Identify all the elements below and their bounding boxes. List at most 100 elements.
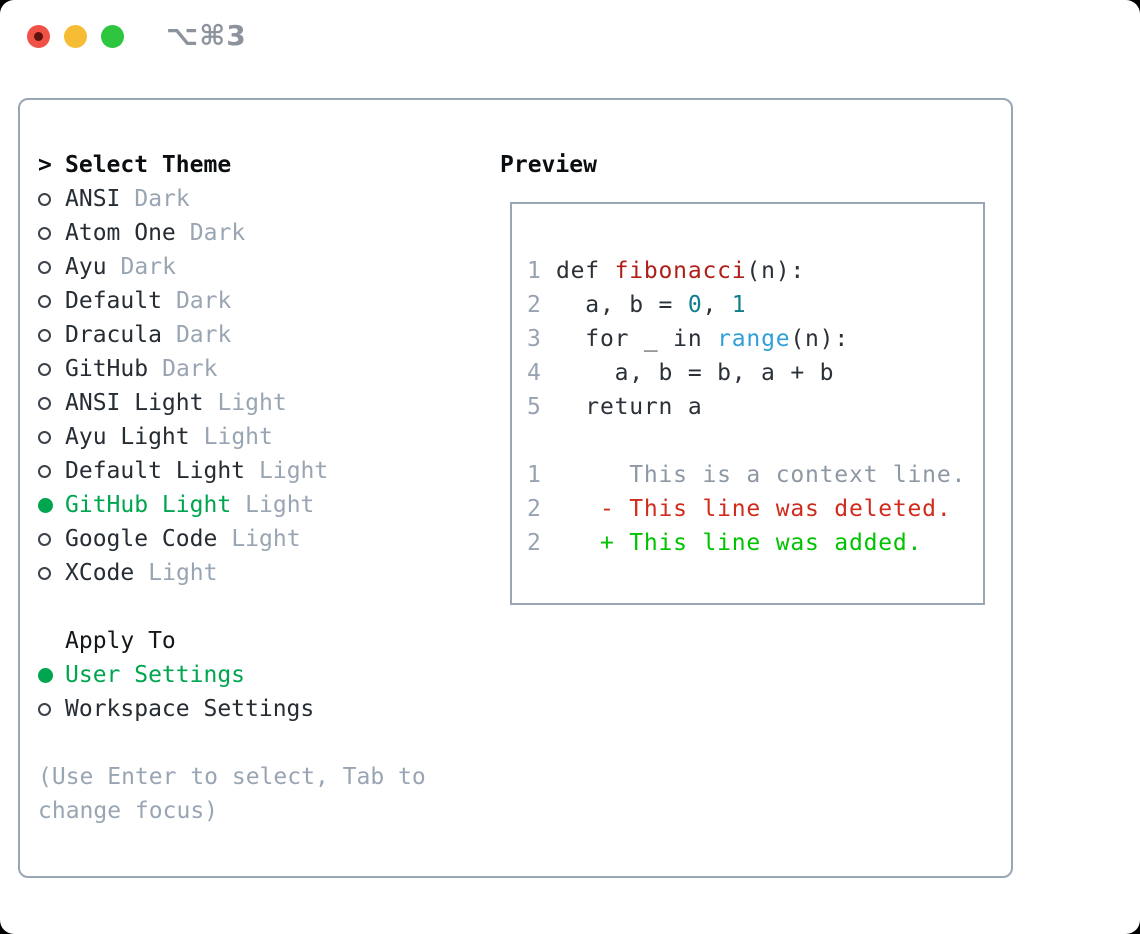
radio-marker bbox=[38, 328, 65, 342]
code-segment-deleted: - This line was deleted. bbox=[556, 496, 952, 522]
option-tag: Light bbox=[217, 390, 287, 416]
radio-marker bbox=[38, 226, 65, 240]
code-segment-plain: return a bbox=[556, 394, 703, 420]
apply-to-option[interactable]: Workspace Settings bbox=[38, 692, 426, 726]
code-segment-plain: a, b = bbox=[556, 292, 688, 318]
select-theme-title: Select Theme bbox=[65, 152, 232, 178]
code-line: 3 for _ in range(n): bbox=[527, 322, 983, 356]
theme-option[interactable]: Default Light Light bbox=[38, 454, 426, 488]
option-label: Default Light bbox=[65, 458, 246, 484]
minimize-button[interactable] bbox=[64, 25, 87, 48]
radio-unselected-icon bbox=[38, 566, 51, 580]
code-line: 2 - This line was deleted. bbox=[527, 492, 983, 526]
option-label: Default bbox=[65, 288, 162, 314]
option-tag: Dark bbox=[120, 254, 176, 280]
radio-marker bbox=[38, 396, 65, 410]
preview-title: Preview bbox=[500, 152, 597, 178]
radio-unselected-icon bbox=[38, 226, 51, 240]
apply-to-header: Apply To bbox=[38, 624, 426, 658]
radio-marker bbox=[38, 260, 65, 274]
code-segment-plain: (n): bbox=[746, 258, 806, 284]
apply-to-option[interactable]: User Settings bbox=[38, 658, 426, 692]
radio-marker bbox=[38, 294, 65, 308]
radio-selected-icon bbox=[38, 667, 53, 683]
code-segment-context: This is a context line. bbox=[556, 462, 967, 488]
option-label: GitHub bbox=[65, 356, 149, 382]
radio-marker bbox=[38, 566, 65, 580]
theme-option[interactable]: Atom One Dark bbox=[38, 216, 426, 250]
prompt-icon: > bbox=[38, 152, 52, 178]
code-line: 2 + This line was added. bbox=[527, 526, 983, 560]
radio-marker bbox=[38, 667, 65, 683]
radio-unselected-icon bbox=[38, 192, 51, 206]
line-number: 1 bbox=[527, 258, 542, 284]
apply-to-title: Apply To bbox=[65, 628, 176, 654]
radio-unselected-icon bbox=[38, 532, 51, 546]
code-line: 1 This is a context line. bbox=[527, 458, 983, 492]
option-tag: Dark bbox=[189, 220, 246, 246]
spacer bbox=[38, 590, 426, 624]
radio-unselected-icon bbox=[38, 396, 51, 410]
radio-unselected-icon bbox=[38, 294, 51, 308]
option-tag: Light bbox=[148, 560, 218, 586]
theme-option[interactable]: ANSI Light Light bbox=[38, 386, 426, 420]
option-label: ANSI Light bbox=[65, 390, 204, 416]
radio-marker bbox=[38, 464, 65, 478]
radio-unselected-icon bbox=[38, 430, 51, 444]
close-button[interactable] bbox=[27, 25, 50, 48]
option-label: Workspace Settings bbox=[65, 696, 315, 722]
option-tag: Light bbox=[203, 424, 273, 450]
theme-option[interactable]: Ayu Light Light bbox=[38, 420, 426, 454]
option-tag: Dark bbox=[175, 322, 232, 348]
option-label: Google Code bbox=[65, 526, 218, 552]
option-label: Atom One bbox=[65, 220, 176, 246]
code-segment-num: 1 bbox=[731, 292, 747, 318]
radio-marker bbox=[38, 430, 65, 444]
option-label: Dracula bbox=[65, 322, 162, 348]
code-line bbox=[527, 424, 983, 458]
code-line: 5 return a bbox=[527, 390, 983, 424]
radio-marker bbox=[38, 362, 65, 376]
code-line: 4 a, b = b, a + b bbox=[527, 356, 983, 390]
select-theme-header: > Select Theme bbox=[38, 148, 426, 182]
line-number: 2 bbox=[527, 530, 542, 556]
window-shortcut-label: ⌥⌘3 bbox=[166, 19, 247, 52]
code-segment-plain: , bbox=[702, 292, 732, 318]
line-number: 2 bbox=[527, 496, 542, 522]
spacer bbox=[38, 726, 426, 760]
radio-unselected-icon bbox=[38, 328, 51, 342]
radio-unselected-icon bbox=[38, 260, 51, 274]
code-segment-fn: fibonacci bbox=[614, 258, 747, 284]
line-number: 4 bbox=[527, 360, 542, 386]
option-tag: Dark bbox=[175, 288, 232, 314]
option-tag: Light bbox=[259, 458, 329, 484]
line-number: 1 bbox=[527, 462, 542, 488]
line-number: 2 bbox=[527, 292, 542, 318]
code-segment-plain: (n): bbox=[790, 326, 849, 352]
option-label: User Settings bbox=[65, 662, 246, 688]
code-line: 2 a, b = 0, 1 bbox=[527, 288, 983, 322]
radio-unselected-icon bbox=[38, 702, 51, 716]
zoom-button[interactable] bbox=[101, 25, 124, 48]
hint-line-1: (Use Enter to select, Tab to bbox=[38, 764, 426, 790]
line-number: 3 bbox=[527, 326, 542, 352]
option-tag: Light bbox=[245, 492, 315, 518]
option-label: Ayu Light bbox=[65, 424, 190, 450]
code-segment-builtin: range bbox=[717, 326, 791, 352]
theme-option[interactable]: Dracula Dark bbox=[38, 318, 426, 352]
line-number: 5 bbox=[527, 394, 542, 420]
theme-option[interactable]: Default Dark bbox=[38, 284, 426, 318]
